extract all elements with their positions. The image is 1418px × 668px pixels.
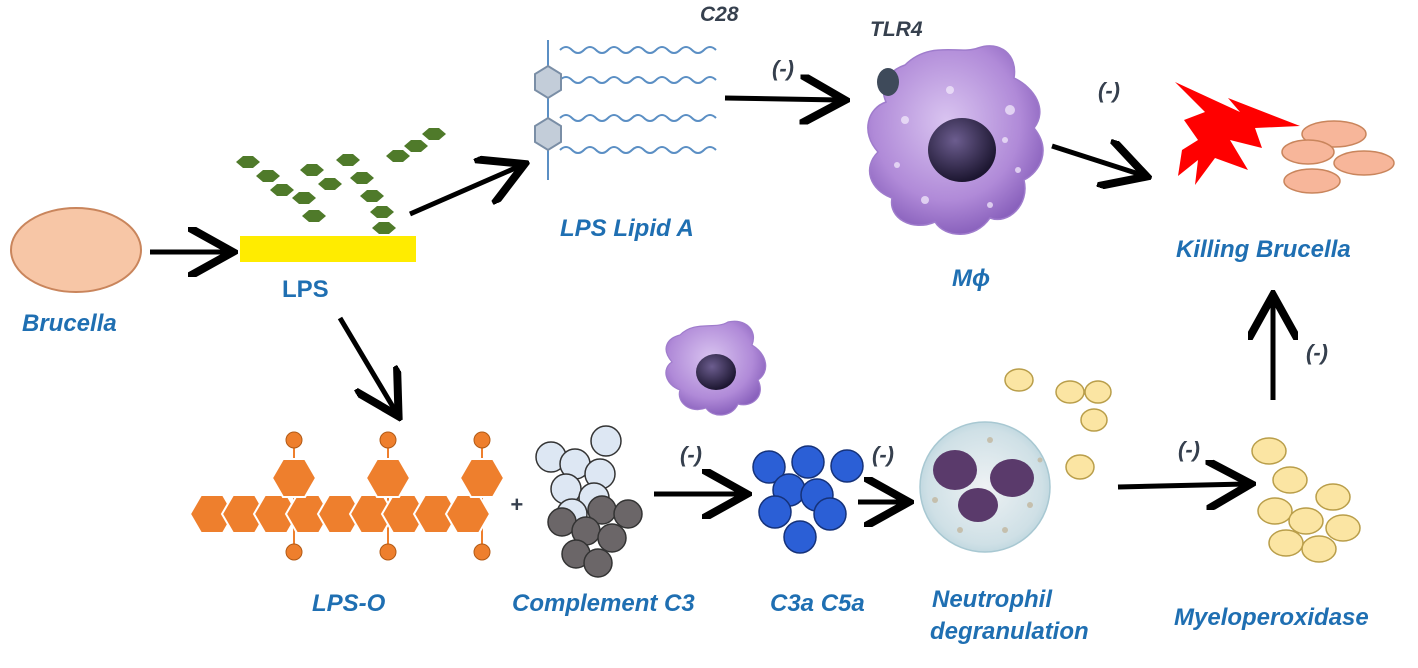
red-burst-icon — [1175, 82, 1300, 185]
arrow-neutrophil-to-myeloperoxidase — [1117, 484, 1246, 487]
label-complement-c3: Complement C3 — [512, 590, 695, 617]
label-lps-o: LPS-O — [312, 590, 386, 617]
plus-sign: + — [510, 492, 523, 517]
small-macrophage-cell — [665, 320, 767, 416]
lps-o-structure — [188, 431, 506, 561]
lipid-a-sugar-2 — [534, 116, 562, 152]
label-lps: LPS — [282, 276, 329, 303]
sign-complement-to-c3a: (-) — [680, 442, 702, 467]
label-c3a-c5a: C3a C5a — [770, 590, 865, 617]
arrow-lipid-a-to-macrophage — [724, 98, 840, 100]
tlr4-receptor — [877, 68, 899, 96]
myeloperoxidase-cluster — [1251, 437, 1361, 563]
lipid-a-structure — [534, 40, 717, 180]
c3a-c5a-cluster — [752, 445, 864, 554]
sign-myeloperoxidase-to-killing: (-) — [1306, 340, 1328, 365]
macrophage-nucleus — [928, 118, 996, 182]
label-lps-lipid-a: LPS Lipid A — [560, 215, 694, 242]
label-brucella: Brucella — [22, 310, 117, 337]
arrow-lps-to-lipid-a — [409, 166, 520, 217]
lps-sugar-hexagons — [236, 128, 446, 234]
macrophage-cell — [867, 45, 1044, 235]
label-tlr4: TLR4 — [870, 18, 923, 41]
label-myeloperoxidase: Myeloperoxidase — [1174, 604, 1369, 631]
brucella-cell — [10, 207, 142, 293]
sign-neutrophil-to-myeloperoxidase: (-) — [1178, 437, 1200, 462]
sign-lipid-a-to-macrophage: (-) — [772, 56, 794, 81]
lipid-a-sugar-1 — [534, 64, 562, 100]
complement-c3-cluster — [535, 425, 643, 578]
neutrophil-cell — [919, 421, 1051, 553]
label-macrophage: Mϕ — [952, 265, 991, 292]
brucella-cluster — [1281, 120, 1395, 194]
label-killing-brucella: Killing Brucella — [1176, 236, 1351, 263]
sign-macrophage-to-killing: (-) — [1098, 78, 1120, 103]
sign-c3a-to-neutrophil: (-) — [872, 442, 894, 467]
arrow-macrophage-to-killing — [1051, 146, 1142, 175]
lps-structure — [236, 128, 446, 262]
label-neutrophil: Neutrophil — [932, 586, 1052, 613]
lps-membrane-bar — [240, 236, 416, 262]
label-c28: C28 — [700, 3, 739, 26]
label-degranulation: degranulation — [930, 618, 1089, 645]
killing-brucella-graphic — [1175, 82, 1395, 194]
released-granules — [1004, 368, 1112, 480]
arrow-lps-to-lps-o — [337, 316, 396, 412]
